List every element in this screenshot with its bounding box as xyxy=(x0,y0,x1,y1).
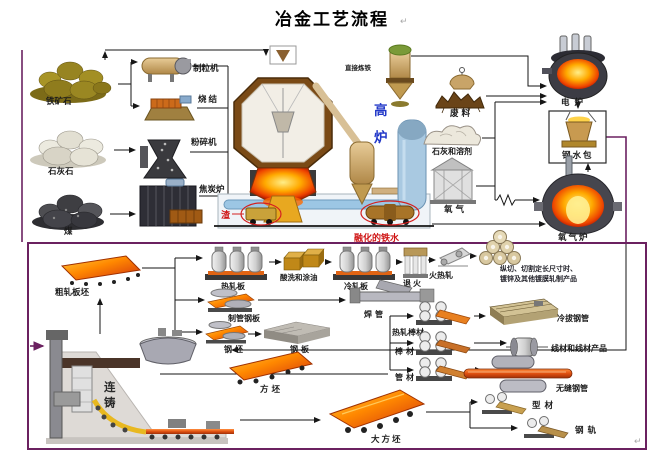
oxygen-plant xyxy=(430,157,476,204)
label-coated-line1: 纵切、切割定长尺寸时、 xyxy=(500,264,577,273)
label-cold-rolled-plate: 冷轧板 xyxy=(344,281,369,291)
rough-slab xyxy=(60,255,142,286)
blast-furnace xyxy=(233,45,333,223)
sinter-machine xyxy=(144,95,195,121)
coke-oven-machine xyxy=(139,178,203,227)
label-pipe-plate: 制管钢板 xyxy=(228,313,261,323)
iron-ore-pile xyxy=(30,61,112,103)
label-steel-plate: 钢板 xyxy=(290,344,312,354)
hot-bar xyxy=(435,309,471,325)
label-rough-slab: 粗轧板坯 xyxy=(55,287,90,297)
label-hot-rolled-bar: 热轧棒材 xyxy=(392,327,424,337)
label-square-billet: 方坯 xyxy=(260,384,283,394)
label-coal: 煤 xyxy=(64,226,73,236)
label-limestone: 石灰石 xyxy=(47,166,74,176)
label-rail: 钢轨 xyxy=(575,425,600,435)
label-iron-ore: 铁矿石 xyxy=(46,96,72,106)
rail-mill xyxy=(524,416,569,439)
steel-ladle xyxy=(561,111,597,148)
bloom-slab xyxy=(328,389,426,433)
dri-hopper xyxy=(386,44,414,107)
scrap-pile xyxy=(435,67,485,114)
coil-stack xyxy=(479,230,521,265)
annealing-furnace xyxy=(403,247,428,278)
seamless-pipe-machine xyxy=(463,355,573,393)
label-coated-line2: 镀锌及其他镀膜轧制产品 xyxy=(500,274,577,283)
pipe-plate-mill xyxy=(207,288,255,312)
label-hot-rolling: 火热轧 xyxy=(429,270,453,280)
label-section: 型材 xyxy=(532,400,557,410)
label-oxygen-furnace: 氧气炉 xyxy=(557,232,590,242)
paragraph-mark2-icon: ↵ xyxy=(634,436,642,446)
label-ladle: 钢水包 xyxy=(562,150,594,160)
hot-rolling-mill xyxy=(204,246,268,281)
label-scrap: 废料 xyxy=(450,108,473,118)
hot-stove xyxy=(397,119,427,211)
steel-ladle-box: 钢水包 xyxy=(548,110,607,164)
label-continuous-casting: 连铸 xyxy=(104,380,116,410)
label-slag: 渣 xyxy=(221,209,231,220)
label-annealing: 退火 xyxy=(403,279,423,288)
dust-catcher xyxy=(312,82,403,206)
flow-arrows xyxy=(21,49,627,431)
steel-plate-stack xyxy=(263,321,331,344)
crusher-machine xyxy=(140,139,187,179)
label-blast-furnace: 高炉 xyxy=(374,102,388,145)
pickling-tanks xyxy=(283,248,325,271)
label-bloom: 大方坯 xyxy=(371,434,403,444)
label-molten-iron: 融化的铁水 xyxy=(354,232,400,243)
cold-rolling-mill xyxy=(332,246,396,281)
label-hot-rolled-plate: 热轧板 xyxy=(221,281,246,291)
label-pipe: 管材 xyxy=(395,372,417,382)
label-cold-drawn-pipe: 冷拔钢管 xyxy=(557,313,589,323)
pipe-billet xyxy=(435,365,471,380)
section-mill xyxy=(482,392,527,415)
label-wire-products: 线材和线材产品 xyxy=(551,343,607,353)
rolling-section-frame xyxy=(27,242,647,450)
limestone-pile xyxy=(30,130,106,168)
electric-arc-furnace xyxy=(542,33,608,100)
billet-mill xyxy=(205,321,249,344)
label-sinter: 烧结 xyxy=(198,94,219,104)
label-bar: 棒材 xyxy=(395,346,417,356)
label-seamless-pipe: 无缝钢管 xyxy=(555,383,588,393)
paragraph-mark-icon: ↵ xyxy=(400,16,408,26)
bar-product xyxy=(435,339,471,354)
wire-spool xyxy=(506,337,548,357)
coal-pile xyxy=(32,194,104,230)
ladle-to-mill-line xyxy=(606,136,627,242)
slag-car xyxy=(240,202,282,226)
label-lime-flux: 石灰和溶剂 xyxy=(431,146,472,156)
page-title: 冶金工艺流程 xyxy=(275,9,389,29)
label-pickling: 酸洗和涂油 xyxy=(280,272,318,282)
cold-draw-bench xyxy=(489,298,559,325)
label-coke-oven: 焦炭炉 xyxy=(198,184,225,194)
steel-feed-line xyxy=(231,243,627,353)
label-direct-iron: 直接炼铁 xyxy=(345,63,372,72)
temper-mill xyxy=(438,247,471,267)
label-crusher: 粉碎机 xyxy=(191,137,217,147)
granulator-machine xyxy=(141,57,192,82)
label-welded-pipe: 焊管 xyxy=(364,309,386,319)
square-billet xyxy=(228,351,314,385)
basic-oxygen-furnace xyxy=(534,155,622,235)
lime-flux-pile xyxy=(423,125,482,146)
label-electric-furnace: 电炉 xyxy=(561,97,588,107)
label-billet: 钢坯 xyxy=(224,344,246,354)
label-oxygen: 氧气 xyxy=(443,204,467,214)
magnet-crane-icon xyxy=(449,74,475,90)
torpedo-car xyxy=(360,200,420,226)
continuous-caster xyxy=(46,328,234,444)
welded-pipe-machine xyxy=(349,279,435,304)
label-granulator: 制粒机 xyxy=(193,63,219,73)
